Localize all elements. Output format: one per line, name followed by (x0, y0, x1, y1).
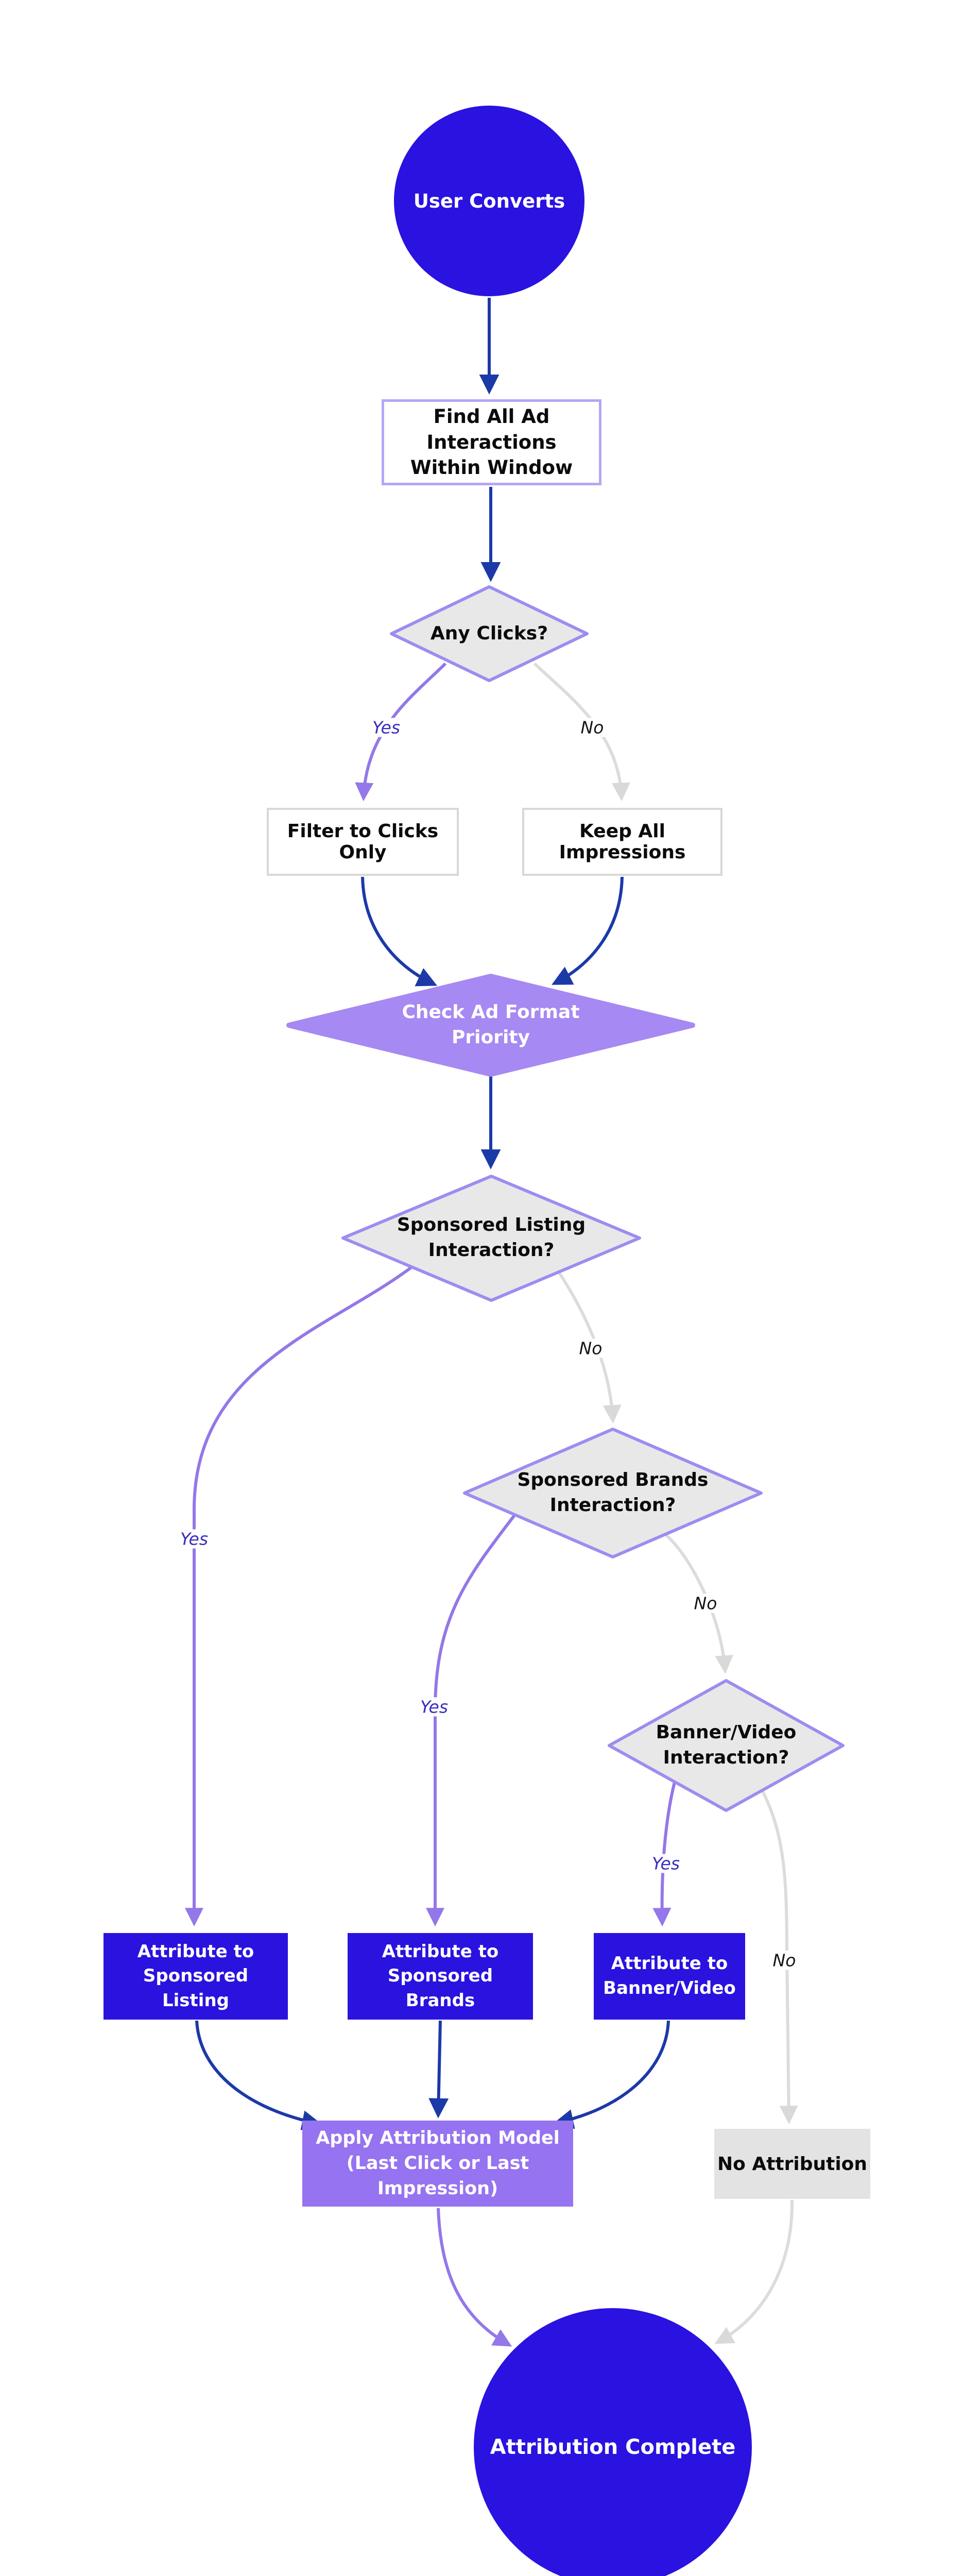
action-node-attribute-sponsored-listing: Attribute to Sponsored Listing (104, 1933, 288, 2020)
edge-banner-no (761, 1789, 798, 2125)
edge-applymodel-to-complete (437, 2208, 512, 2347)
edge-banner-yes (652, 1782, 676, 1927)
edge-label-brands-no: No (690, 1594, 721, 1613)
decision-sponsored-listing-label: Sponsored Listing Interaction? (397, 1214, 586, 1261)
edge-label-banner-yes: Yes (647, 1854, 684, 1873)
node-label: Apply Attribution Model (Last Click or L… (316, 2128, 560, 2199)
node-label: No Attribution (717, 2153, 868, 2175)
edge-attrbrands-to-applymodel (428, 2020, 449, 2119)
node-label: Attribute to Sponsored Listing (137, 1941, 254, 2011)
edge-label-brands-yes: Yes (416, 1697, 453, 1717)
node-label: User Converts (413, 190, 565, 212)
process-node-find-all-interactions: Find All Ad Interactions Within Window (382, 399, 601, 485)
edge-label-banner-no: No (768, 1951, 800, 1970)
process-check-format-label: Check Ad Format Priority (402, 1002, 580, 1048)
edge-noattribution-to-complete (714, 2199, 794, 2344)
end-node-attribution-complete: Attribution Complete (474, 2308, 752, 2576)
decision-banner-video-shape (608, 1679, 845, 1812)
edge-filter-to-checkformat (361, 876, 438, 987)
decision-sponsored-brands-label: Sponsored Brands Interaction? (517, 1469, 709, 1516)
edge-label-anyclicks-no: No (576, 718, 608, 737)
edge-label-anyclicks-yes: Yes (368, 718, 405, 737)
edge-label-listing-yes: Yes (176, 1529, 213, 1549)
edge-anyclicks-yes (355, 662, 447, 802)
node-label: Attribution Complete (490, 2435, 736, 2459)
start-node-user-converts: User Converts (394, 106, 584, 296)
edge-brands-yes (426, 1514, 517, 1927)
decision-sponsored-listing-shape (341, 1175, 641, 1302)
edge-attrbanner-to-applymodel (553, 2020, 670, 2129)
process-node-apply-attribution-model: Apply Attribution Model (Last Click or L… (302, 2121, 573, 2207)
edge-label-listing-no: No (575, 1338, 607, 1358)
action-node-attribute-banner-video: Attribute to Banner/Video (594, 1933, 745, 2020)
decision-any-clicks-label: Any Clicks? (430, 622, 548, 644)
action-node-attribute-sponsored-brands: Attribute to Sponsored Brands (348, 1933, 533, 2020)
process-node-filter-clicks: Filter to Clicks Only (267, 808, 459, 876)
process-node-keep-impressions: Keep All Impressions (522, 808, 722, 876)
node-label: Keep All Impressions (559, 821, 686, 863)
decision-banner-video-label: Banner/Video Interaction? (656, 1722, 797, 1768)
node-label: Filter to Clicks Only (287, 821, 439, 863)
decision-any-clicks-shape (390, 585, 589, 682)
edge-listing-yes (185, 1265, 413, 1927)
edge-attrlisting-to-applymodel (195, 2020, 322, 2130)
terminal-node-no-attribution: No Attribution (714, 2129, 870, 2199)
node-label: Attribute to Sponsored Brands (382, 1941, 499, 2011)
edge-keep-to-checkformat (552, 876, 624, 985)
node-label: Attribute to Banner/Video (603, 1953, 736, 1998)
process-check-format-shape (286, 974, 695, 1077)
node-label: Find All Ad Interactions Within Window (410, 405, 573, 479)
decision-sponsored-brands-shape (463, 1428, 763, 1558)
